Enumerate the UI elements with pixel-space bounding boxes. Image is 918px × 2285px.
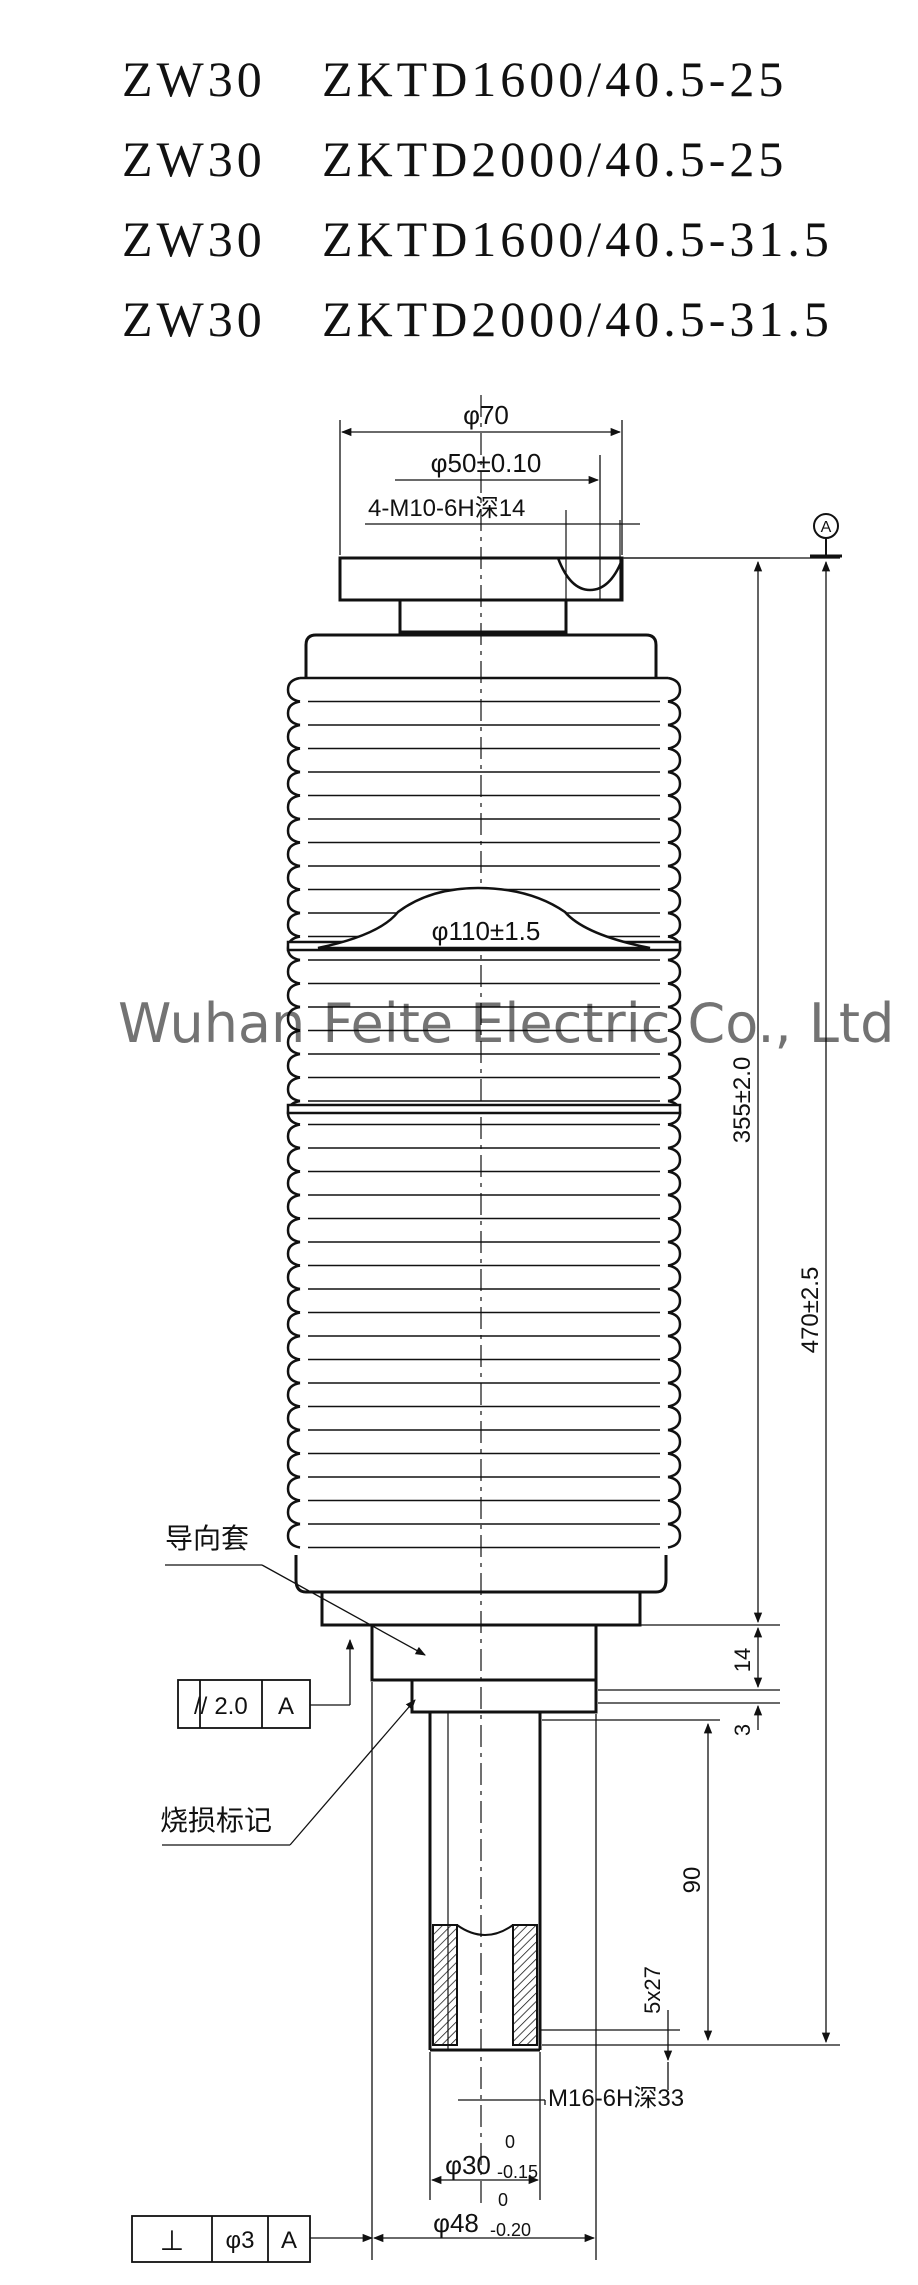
insulator-diameter-dim: φ110±1.5 <box>432 916 541 946</box>
chamfer-dim: 5x27 <box>640 1966 665 2014</box>
stroke-90-dim: 90 <box>679 1867 706 1894</box>
parallelism-datum: A <box>278 1693 294 1720</box>
parallelism-symbol: // <box>194 1693 208 1720</box>
rod-tol-upper: 0 <box>505 2132 515 2152</box>
model-label: ZKTD2000/40.5-25 <box>322 131 788 187</box>
parallelism-value: 2.0 <box>214 1693 247 1720</box>
rod-diameter-dim: φ30 <box>445 2150 491 2180</box>
perpendicularity-datum: A <box>281 2227 297 2254</box>
perpendicularity-value: φ3 <box>226 2227 255 2254</box>
rod-tol-lower: -0.15 <box>497 2162 538 2182</box>
model-label: ZKTD1600/40.5-25 <box>322 51 788 107</box>
perpendicularity-symbol: ⊥ <box>160 2225 184 2256</box>
moving-rod <box>428 1712 542 2052</box>
datum-a-label: A <box>821 519 832 536</box>
guide-sleeve-label: 导向套 <box>165 1523 249 1554</box>
datum-a-marker <box>810 513 842 558</box>
model-label: ZKTD2000/40.5-31.5 <box>322 291 833 347</box>
model-title-1: ZW30 ZKTD1600/40.5-25 <box>122 50 787 108</box>
bolt-circle-dim: φ50±0.10 <box>431 448 542 478</box>
leader-lines <box>162 1564 426 2243</box>
parallelism-frame <box>177 1679 311 1729</box>
company-watermark: Wuhan Feite Electric Co., Ltd <box>118 992 895 1055</box>
insulator-breakout <box>317 886 651 950</box>
height-inner-dim: 355±2.0 <box>729 1057 756 1144</box>
lower-shoulder <box>294 1555 668 1714</box>
guide-tol-upper: 0 <box>498 2190 508 2210</box>
guide-tol-lower: -0.20 <box>490 2220 531 2240</box>
model-title-3: ZW30 ZKTD1600/40.5-31.5 <box>122 210 833 268</box>
series-label: ZW30 <box>122 131 266 187</box>
model-label: ZKTD1600/40.5-31.5 <box>322 211 833 267</box>
height-total-dim: 470±2.5 <box>797 1267 824 1354</box>
perpendicularity-frame <box>131 2215 311 2263</box>
top-thread-dim: 4-M10-6H深14 <box>368 495 525 522</box>
top-dimension-lines <box>339 420 640 555</box>
series-label: ZW30 <box>122 211 266 267</box>
flange-diameter-dim: φ70 <box>463 400 509 430</box>
model-title-4: ZW30 ZKTD2000/40.5-31.5 <box>122 290 833 348</box>
guide-sleeve <box>370 1623 598 1682</box>
wear-mark-label: 烧损标记 <box>160 1805 272 1836</box>
dim-14: 14 <box>730 1648 755 1672</box>
dim-3: 3 <box>730 1724 755 1736</box>
guide-diameter-dim: φ48 <box>433 2208 479 2238</box>
right-dimension-lines <box>540 557 840 2090</box>
upper-shoulder <box>304 633 658 678</box>
bottom-dimension-lines <box>371 1682 597 2260</box>
model-title-2: ZW30 ZKTD2000/40.5-25 <box>122 130 787 188</box>
series-label: ZW30 <box>122 51 266 107</box>
bottom-thread-dim: M16-6H深33 <box>548 2085 684 2112</box>
series-label: ZW30 <box>122 291 266 347</box>
insulator-body <box>286 676 682 1549</box>
top-flange <box>338 510 624 634</box>
